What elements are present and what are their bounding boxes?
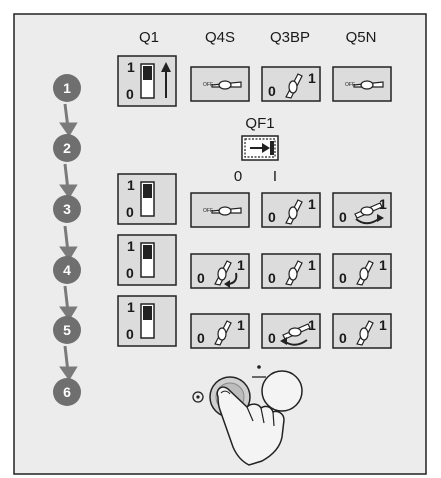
q4s-switch-step4-rotating: 0 1 — [190, 253, 250, 289]
q4s-switch-step3: OFF — [190, 192, 250, 228]
svg-text:0: 0 — [197, 330, 205, 346]
header-q5n: Q5N — [346, 29, 377, 46]
step-5-number: 5 — [63, 322, 71, 338]
step-arrow-chain — [59, 103, 78, 381]
svg-text:0: 0 — [197, 270, 205, 286]
step-2: 2 — [53, 134, 81, 162]
q5n-switch-step3-rotating: 0 1 — [332, 192, 392, 228]
svg-text:1: 1 — [127, 59, 135, 75]
q1-toggle-step4: 1 0 — [117, 234, 177, 286]
svg-text:0: 0 — [126, 204, 134, 220]
q1-toggle-step3: 1 0 — [117, 173, 177, 225]
step-2-number: 2 — [63, 140, 71, 156]
header-q3bp: Q3BP — [270, 29, 310, 46]
breaker-on-label: I — [273, 168, 277, 185]
q1-toggle-step1: 1 0 — [117, 55, 177, 107]
svg-text:1: 1 — [308, 70, 316, 86]
q5n-switch-step1: OFF — [332, 66, 392, 102]
step-3: 3 — [53, 195, 81, 223]
q5n-switch-step5: 0 1 — [332, 313, 392, 349]
step-4-number: 4 — [63, 262, 71, 278]
svg-text:OFF: OFF — [203, 208, 213, 214]
svg-text:1: 1 — [127, 299, 135, 315]
q3bp-switch-step3: 0 1 — [261, 192, 321, 228]
svg-text:1: 1 — [237, 317, 245, 333]
svg-text:1: 1 — [308, 317, 316, 333]
power-on-symbol-icon — [252, 365, 266, 378]
breaker-label: QF1 — [245, 115, 274, 132]
q3bp-switch-step5-rotating: 0 1 — [261, 313, 321, 349]
svg-text:1: 1 — [237, 257, 245, 273]
svg-text:0: 0 — [126, 265, 134, 281]
svg-text:1: 1 — [127, 177, 135, 193]
svg-text:0: 0 — [339, 209, 347, 225]
svg-text:0: 0 — [339, 270, 347, 286]
header-q4s: Q4S — [205, 29, 235, 46]
svg-text:OFF: OFF — [203, 82, 213, 88]
step-4: 4 — [53, 256, 81, 284]
svg-text:0: 0 — [268, 83, 276, 99]
step-6-number: 6 — [63, 384, 71, 400]
q4s-switch-step5: 0 1 — [190, 313, 250, 349]
q1-toggle-step5: 1 0 — [117, 295, 177, 347]
q4s-switch-step1: OFF — [190, 66, 250, 102]
header-q1: Q1 — [139, 29, 159, 46]
start-symbol-icon — [192, 391, 204, 403]
svg-text:OFF: OFF — [345, 82, 355, 88]
q3bp-switch-step1: 0 1 — [261, 66, 321, 102]
svg-text:0: 0 — [268, 330, 276, 346]
step-6: 6 — [53, 378, 81, 406]
step-1-number: 1 — [63, 80, 71, 96]
q3bp-switch-step4: 0 1 — [261, 253, 321, 289]
svg-text:0: 0 — [339, 330, 347, 346]
pressing-hand-icon — [216, 386, 285, 466]
svg-text:0: 0 — [126, 326, 134, 342]
svg-text:1: 1 — [379, 196, 387, 212]
svg-text:1: 1 — [308, 257, 316, 273]
push-button-right — [261, 370, 303, 412]
q5n-switch-step4: 0 1 — [332, 253, 392, 289]
svg-text:0: 0 — [268, 270, 276, 286]
svg-text:0: 0 — [268, 209, 276, 225]
step-5: 5 — [53, 316, 81, 344]
breaker-off-label: 0 — [234, 168, 242, 185]
step-1: 1 — [53, 74, 81, 102]
svg-text:1: 1 — [379, 257, 387, 273]
step-3-number: 3 — [63, 201, 71, 217]
svg-text:1: 1 — [127, 238, 135, 254]
svg-text:1: 1 — [379, 317, 387, 333]
qf1-breaker-icon — [241, 135, 279, 161]
svg-text:0: 0 — [126, 86, 134, 102]
svg-text:1: 1 — [308, 196, 316, 212]
